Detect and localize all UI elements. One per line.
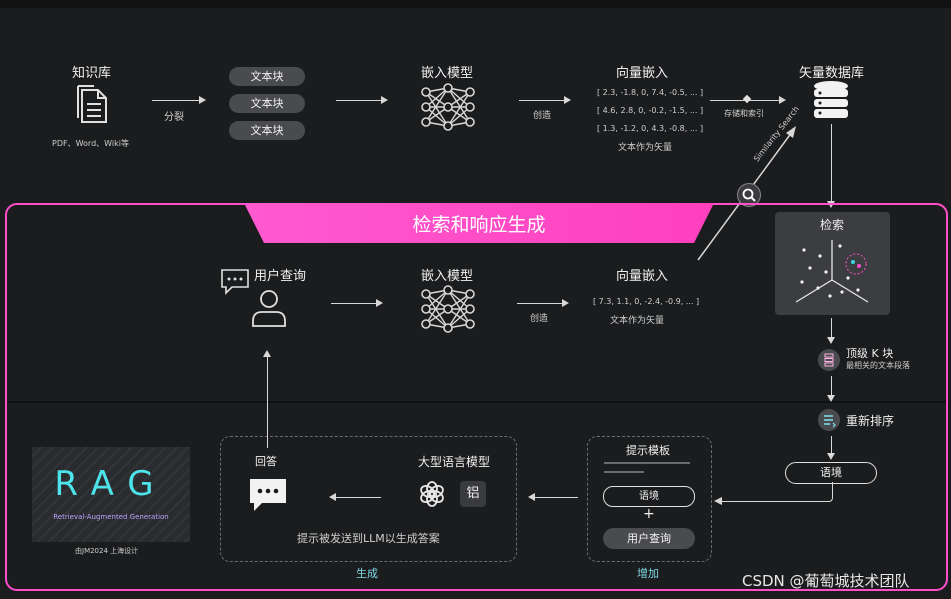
augment-label: 增加 [637,567,659,580]
arrow-to-embed [336,96,388,104]
text-as-vector-top: 文本作为矢量 [618,143,673,153]
vector-row-1: [ 2.3, -1.8, 0, 7.4, -0.5, ... ] [597,88,704,97]
augment-box [587,436,712,562]
vector-embed-label-query: 向量嵌入 [616,269,669,284]
arrow-llm-answer [329,493,381,501]
answer-label: 回答 [255,455,277,468]
embed-model-label: 嵌入模型 [421,66,474,81]
vector-space-icon [790,236,878,312]
user-icon [250,288,288,332]
generate-label: 生成 [356,567,378,580]
vector-row-2: [ 4.6, 2.8, 0, -0.2, -1.5, ... ] [597,106,704,115]
store-index-label: 存储和索引 [724,109,764,118]
section-divider [7,401,946,403]
arrow-answer-user [263,350,271,448]
watermark: CSDN @葡萄城技术团队 [742,572,910,590]
arrow-query-embed [331,299,383,307]
arrow-create-top [519,96,571,104]
prompt-sent-label: 提示被发送到LLM以生成答案 [297,532,440,545]
augment-user-query-pill: 用户查询 [603,528,695,549]
rerank-icon [818,409,840,431]
chunk-pill-1: 文本块 [229,67,305,86]
arrow-db-to-search [827,124,835,208]
vector-row-3: [ 1.3, -1.2, 0, 4.3, -0.8, ... ] [597,124,704,133]
arrow-split [152,96,206,104]
query-vector: [ 7.3, 1.1, 0, -2.4, -0.9, ... ] [593,297,700,306]
chunk-pill-3: 文本块 [229,121,305,140]
plus-sign: + [643,506,655,522]
arrow-search-topk [827,318,835,344]
llm-badge: 铝 [460,481,486,507]
database-icon [812,80,850,124]
arrow-create-query [517,299,569,307]
arrow-topk-rerank [827,376,835,402]
arrow-rerank-context [827,436,835,460]
store-dot [742,94,752,104]
section-header [244,203,714,245]
topk-label: 顶级 K 块 [846,347,894,360]
llm-label: 大型语言模型 [418,455,491,469]
context-pill: 语境 [785,462,877,484]
user-query-label: 用户查询 [254,269,307,284]
vector-embed-label-top: 向量嵌入 [616,66,669,81]
answer-bubble-icon [248,477,288,517]
augment-context-pill: 语境 [603,486,695,507]
rag-logo: RAG [54,464,168,504]
topk-icon [818,349,840,371]
top-band [0,0,951,8]
create-label-query: 创造 [530,314,549,324]
rag-credit: 由JM2024 上海设计 [75,547,139,555]
connector-context-augment [722,482,833,502]
text-as-vector-query: 文本作为矢量 [610,316,665,326]
knowledge-base-label: 知识库 [72,66,112,81]
prompt-template-label: 提示模板 [626,444,670,457]
template-line-2 [604,471,644,473]
generate-box [220,436,517,562]
kb-formats: PDF、Word、Wiki等 [52,139,129,148]
chunk-pill-2: 文本块 [229,94,305,113]
topk-sub-label: 最相关的文本段落 [846,361,910,370]
template-line-1 [604,462,690,464]
split-label: 分裂 [164,112,184,123]
rag-subtitle: Retrieval-Augmented Generation [53,513,169,521]
neural-network-icon-2 [420,284,476,338]
embed-model-label-2: 嵌入模型 [421,269,474,284]
section-title: 检索和响应生成 [412,214,546,236]
vector-db-label: 矢量数据库 [799,66,865,81]
document-icon [74,84,110,130]
create-label-top: 创造 [533,111,552,121]
neural-network-icon [420,82,476,136]
connector-arrowhead [714,497,722,505]
openai-icon [418,480,446,512]
rerank-label: 重新排序 [846,414,895,428]
search-label: 检索 [820,218,845,232]
rag-logo-panel [32,447,190,542]
arrow-augment-generate [528,493,578,501]
chat-bubble-icon [220,268,250,300]
